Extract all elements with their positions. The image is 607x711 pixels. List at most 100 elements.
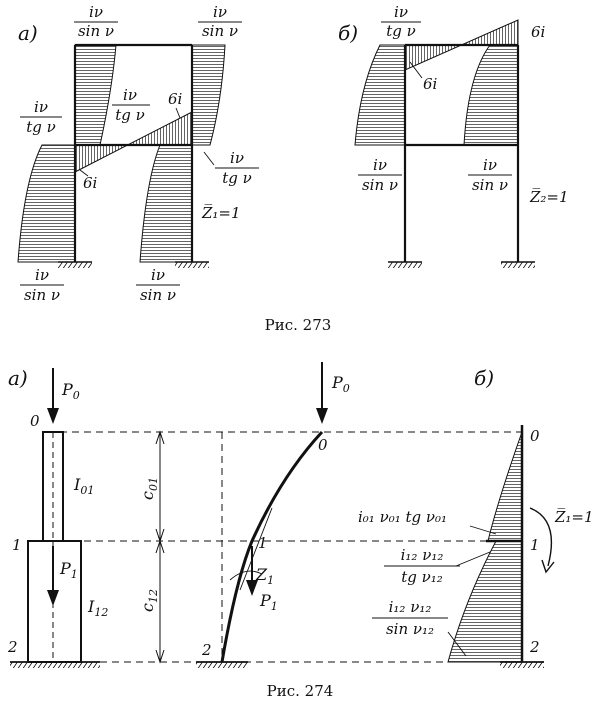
svg-text:sin ν: sin ν	[78, 22, 114, 40]
load-p1-arrow: P1	[47, 546, 78, 606]
fig273-b: б) iν tg ν 6i 6i iν sin ν iν	[338, 3, 569, 268]
length-c12: c12	[138, 589, 160, 612]
svg-text:i₁₂ ν₁₂: i₁₂ ν₁₂	[401, 546, 444, 564]
rotation-arrow: Z̅₁=1	[529, 507, 594, 574]
svg-text:iν: iν	[34, 98, 48, 116]
svg-text:sin ν: sin ν	[24, 286, 60, 304]
moment-diagram-right-column-273b	[463, 44, 519, 146]
stiffness-i01: I01	[73, 475, 94, 497]
label-middle: iν tg ν	[112, 86, 150, 124]
length-c01: c01	[138, 477, 160, 500]
svg-text:P0: P0	[61, 380, 80, 402]
stiffness-i12: I12	[87, 597, 108, 619]
node-2-274b: 2	[529, 638, 540, 656]
fixed-support-left-273b	[388, 262, 422, 268]
svg-text:P0: P0	[331, 373, 350, 395]
svg-text:iν: iν	[151, 266, 165, 284]
moment-diagram-274b	[447, 431, 523, 663]
moment-diagram-lower-right-column	[139, 144, 193, 263]
label-top-right: iν sin ν	[198, 3, 242, 40]
svg-text:iν: iν	[213, 3, 227, 21]
svg-text:iν: iν	[123, 86, 137, 104]
label-top-273b: iν tg ν	[381, 3, 421, 40]
moment-label-2: i₁₂ ν₁₂ tg ν₁₂	[384, 546, 491, 586]
svg-text:P1: P1	[59, 559, 78, 581]
panel-label-274a: a)	[8, 366, 28, 390]
z1-rotation-label: Z1	[255, 565, 274, 587]
fixed-support-right-273b	[501, 262, 535, 268]
label-top-left: iν sin ν	[74, 3, 118, 40]
panel-label-273a: a)	[18, 21, 38, 45]
label-6i-lower: 6i	[83, 174, 98, 192]
svg-text:tg ν: tg ν	[115, 106, 145, 124]
svg-text:sin ν₁₂: sin ν₁₂	[386, 620, 434, 638]
svg-text:tg ν: tg ν	[386, 22, 416, 40]
node-1-274b: 1	[530, 536, 540, 554]
panel-label-273b: б)	[338, 21, 358, 45]
label-6i-right-273b: 6i	[531, 23, 546, 41]
fig274-dashed-guides	[28, 431, 522, 663]
svg-text:sin ν: sin ν	[140, 286, 176, 304]
moment-diagram-upper-right-column	[191, 44, 226, 146]
svg-text:iν: iν	[35, 266, 49, 284]
node-1-deflected: 1	[258, 534, 268, 552]
svg-text:iν: iν	[483, 156, 497, 174]
node-2-deflected: 2	[201, 641, 212, 659]
fig273-a: a) iν sin ν iν sin ν iν	[17, 3, 259, 304]
moment-diagram-upper-left-column	[74, 44, 117, 146]
fig274-a: a) P0 P1 0 1 2 I01 I12 c01 c12	[7, 366, 165, 668]
svg-text:iν: iν	[394, 3, 408, 21]
ground-support-274a	[10, 662, 100, 668]
label-6i-mid-273b: 6i	[423, 75, 438, 93]
node-2-274a: 2	[7, 638, 18, 656]
label-bottom-left-273b: iν sin ν	[358, 156, 402, 194]
label-bottom-middle: iν sin ν	[136, 266, 180, 304]
label-bottom-right-273b: iν sin ν	[468, 156, 512, 194]
z1-label-274b: Z̅₁=1	[554, 507, 594, 526]
svg-text:sin ν: sin ν	[362, 176, 398, 194]
svg-text:tg ν: tg ν	[222, 169, 252, 187]
svg-text:sin ν: sin ν	[472, 176, 508, 194]
svg-text:tg ν: tg ν	[26, 118, 56, 136]
moment-label-3: i₁₂ ν₁₂ sin ν₁₂	[372, 598, 467, 657]
caption-fig274: Рис. 274	[267, 682, 334, 700]
caption-fig273: Рис. 273	[265, 316, 332, 334]
node-0-274a: 0	[30, 412, 40, 430]
tangent-line	[239, 507, 273, 591]
z1-label-273a: Z̅₁=1	[201, 203, 241, 222]
svg-text:iν: iν	[230, 149, 244, 167]
moment-diagram-left-column-273b	[354, 44, 406, 146]
label-left-joint: iν tg ν	[20, 98, 62, 136]
svg-text:sin ν: sin ν	[202, 22, 238, 40]
fixed-support-left	[58, 262, 92, 268]
svg-text:P1: P1	[259, 591, 278, 613]
svg-text:tg ν₁₂: tg ν₁₂	[401, 568, 443, 586]
ground-support-274b	[500, 662, 544, 668]
label-bottom-left: iν sin ν	[20, 266, 64, 304]
panel-label-274b: б)	[474, 366, 494, 390]
ground-support-deflected	[196, 662, 248, 668]
deflected-axis-curve	[220, 430, 324, 663]
fig274-b: б) 0 1 2 Z̅₁=1 i₀₁ ν₀₁ tg ν₀₁ i₁₂ ν₁₂ tg…	[358, 366, 594, 668]
fig274-deflected: P0 P1 Z1 0 1 2	[196, 362, 350, 668]
svg-text:iν: iν	[373, 156, 387, 174]
label-right-joint: iν tg ν	[203, 149, 259, 187]
moment-diagram-lower-left-column	[17, 144, 76, 263]
svg-text:i₁₂ ν₁₂: i₁₂ ν₁₂	[389, 598, 432, 616]
node-1-274a: 1	[12, 536, 22, 554]
node-0-274b: 0	[530, 427, 540, 445]
z2-label-273b: Z̅₂=1	[529, 187, 569, 206]
frame-273b	[403, 43, 520, 262]
dimension-line: c01 c12	[138, 430, 165, 664]
load-p1-deflected: P1	[246, 546, 278, 613]
moment-label-1: i₀₁ ν₀₁ tg ν₀₁	[358, 508, 447, 526]
load-p0-deflected: P0	[316, 362, 350, 424]
label-6i-upper: 6i	[168, 90, 183, 108]
svg-text:iν: iν	[89, 3, 103, 21]
frame-273a	[73, 43, 194, 262]
fixed-support-right	[175, 262, 209, 268]
node-0-deflected: 0	[318, 436, 328, 454]
load-p0-arrow: P0	[47, 368, 80, 424]
